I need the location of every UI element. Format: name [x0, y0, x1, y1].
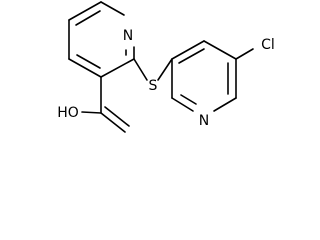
bond-c3-c4	[68, 58, 102, 78]
bond-c-oh	[81, 111, 102, 114]
bond-n-c2prime-2	[171, 97, 194, 112]
bond-carbonyl-2	[104, 106, 130, 127]
atom-n-right: N	[199, 113, 209, 129]
bond-n-c6prime-inner	[180, 94, 197, 105]
bond-c6-c5-inner	[75, 10, 101, 26]
pyridine-ring-left	[68, 1, 135, 78]
atom-n-left: N	[123, 28, 133, 44]
bond-c5prime-c6prime	[213, 97, 237, 112]
atom-ho: HO	[57, 105, 79, 121]
bond-s-c2prime	[157, 58, 173, 81]
bond-c2prime-c3prime	[171, 40, 205, 60]
atom-cl: Cl	[261, 37, 275, 53]
structure-diagram: N S N Cl HO	[57, 1, 275, 133]
carboxyl-group	[81, 76, 130, 133]
bond-c3-c4-inner	[76, 54, 101, 69]
bond-c3prime-c4prime	[203, 40, 237, 60]
bond-carbonyl-1	[100, 112, 126, 133]
bond-c2prime-c3prime-inner	[178, 48, 205, 64]
bond-c2-s	[133, 58, 148, 81]
atom-s: S	[149, 78, 158, 94]
bond-c2-c3	[100, 58, 135, 78]
bond-c6-c5	[68, 1, 102, 21]
pyridine-ring-right	[171, 40, 254, 112]
bond-c6-n1	[100, 1, 125, 16]
thioether-bridge	[133, 58, 173, 81]
bond-c5prime-cl	[235, 48, 254, 60]
